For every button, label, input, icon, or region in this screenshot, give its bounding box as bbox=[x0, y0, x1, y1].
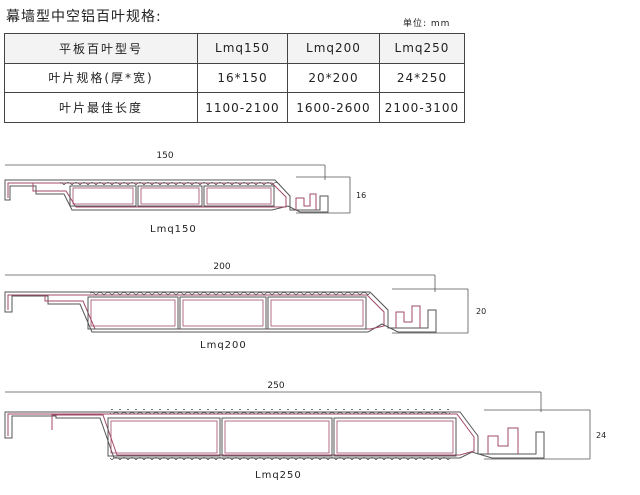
dimension-thickness: 20 bbox=[476, 307, 486, 316]
dimension-width: 200 bbox=[213, 262, 230, 272]
table-row: 叶片规格(厚*宽) 16*150 20*200 24*250 bbox=[4, 62, 465, 94]
table-cell: 叶片最佳长度 bbox=[4, 92, 198, 123]
dimension-width: 150 bbox=[156, 151, 173, 161]
profile-model-label: Lmq200 bbox=[200, 340, 247, 351]
table-cell: 1100-2100 bbox=[197, 92, 288, 123]
table-cell: 1600-2600 bbox=[287, 92, 380, 123]
profile-lmq200: 200 20 Lmq200 bbox=[4, 262, 486, 351]
dimension-thickness: 24 bbox=[596, 431, 606, 440]
profile-model-label: Lmq250 bbox=[255, 470, 302, 481]
table-header-cell: Lmq250 bbox=[379, 33, 465, 64]
dimension-thickness: 16 bbox=[356, 191, 366, 200]
table-cell: 24*250 bbox=[379, 62, 465, 94]
table-row: 叶片最佳长度 1100-2100 1600-2600 2100-3100 bbox=[4, 92, 465, 123]
profile-model-label: Lmq150 bbox=[150, 224, 197, 235]
table-header-row: 平板百叶型号 Lmq150 Lmq200 Lmq250 bbox=[4, 33, 465, 64]
table-cell: 16*150 bbox=[197, 62, 288, 94]
page-title: 幕墙型中空铝百叶规格: bbox=[6, 9, 162, 25]
profile-lmq250: 250 24 Lmq250 bbox=[4, 381, 606, 481]
profile-lmq150: 150 16 Lmq150 bbox=[4, 151, 366, 235]
table-cell: 2100-3100 bbox=[379, 92, 465, 123]
unit-label: 单位: mm bbox=[403, 19, 451, 29]
spec-table: 平板百叶型号 Lmq150 Lmq200 Lmq250 叶片规格(厚*宽) 16… bbox=[4, 33, 465, 123]
table-header-cell: Lmq200 bbox=[287, 33, 380, 64]
table-header-cell: 平板百叶型号 bbox=[4, 33, 198, 64]
table-cell: 叶片规格(厚*宽) bbox=[4, 62, 198, 94]
dimension-width: 250 bbox=[267, 381, 284, 391]
table-header-cell: Lmq150 bbox=[197, 33, 288, 64]
table-cell: 20*200 bbox=[287, 62, 380, 94]
